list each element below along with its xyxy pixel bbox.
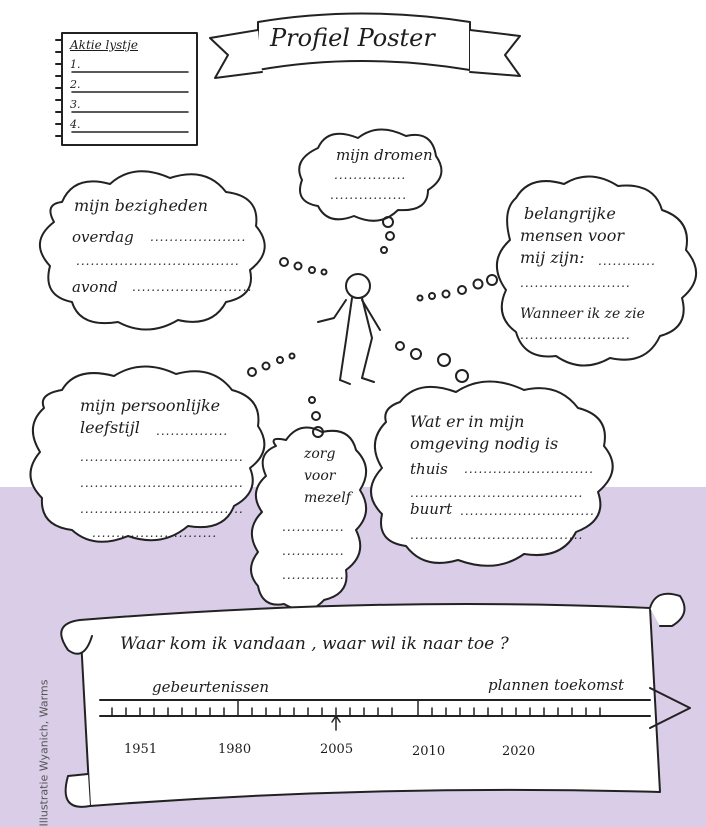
cloud-dromen: [298, 128, 443, 222]
cloud-dromen-label: mijn dromen: [336, 146, 433, 164]
dotted-line: ...........................: [464, 462, 594, 476]
cloud-leefstijl-label-2: leefstijl: [80, 418, 140, 437]
action-list-item-1: 1.: [70, 58, 81, 71]
scroll-body: [79, 603, 661, 807]
cloud-omgeving-label-2: omgeving nodig is: [410, 434, 559, 453]
cloud-zorg-label-3: mezelf: [304, 490, 351, 506]
year-2010: 2010: [412, 744, 446, 759]
action-list-heading: Aktie lystje: [70, 38, 138, 52]
dotted-line: .............: [282, 544, 345, 558]
year-2020: 2020: [502, 744, 536, 759]
dotted-line: ..................................: [76, 254, 240, 268]
dotted-line: ................: [330, 188, 408, 202]
dotted-line: ..................................: [80, 450, 244, 464]
dotted-line: ............................: [460, 504, 595, 518]
bezigheden-overdag: overdag: [72, 228, 134, 246]
dotted-line: .........................: [132, 280, 253, 294]
cloud-mensen-label-1: belangrijke: [524, 204, 616, 223]
timeline-right-label: plannen toekomst: [488, 676, 624, 694]
dotted-line: .......................: [520, 328, 631, 342]
cloud-omgeving-label-1: Wat er in mijn: [410, 412, 525, 431]
cloud-leefstijl-label-1: mijn persoonlijke: [80, 396, 221, 415]
action-list-item-3: 3.: [70, 98, 81, 111]
year-1951: 1951: [124, 742, 158, 757]
bezigheden-avond: avond: [72, 278, 118, 296]
cloud-mensen-line: Wanneer ik ze zie: [520, 306, 645, 322]
timeline-left-label: gebeurtenissen: [152, 678, 270, 696]
dotted-line: ....................................: [410, 528, 584, 542]
action-list-item-4: 4.: [70, 118, 81, 131]
omgeving-thuis: thuis: [410, 460, 448, 478]
scroll-question: Waar kom ik vandaan , waar wil ik naar t…: [120, 634, 509, 654]
illustration-credit: Illustratie Wyanich, Warms: [37, 679, 51, 827]
page-title: Profiel Poster: [270, 24, 435, 52]
dotted-line: ....................................: [410, 486, 584, 500]
dotted-line: ............: [598, 254, 656, 268]
action-list-pad: [61, 32, 198, 146]
omgeving-buurt: buurt: [410, 500, 453, 518]
dotted-line: ...............: [334, 168, 407, 182]
action-list-item-2: 2.: [70, 78, 81, 91]
cloud-mensen-label-2: mensen voor: [520, 226, 624, 245]
dotted-line: .............: [282, 568, 345, 582]
dotted-line: ..................................: [80, 476, 244, 490]
dotted-line: .............: [282, 520, 345, 534]
dotted-line: ..................................: [80, 502, 244, 516]
cloud-bezigheden-label: mijn bezigheden: [74, 196, 208, 215]
cloud-mensen: [496, 175, 697, 367]
cloud-zorg-label-1: zorg: [304, 446, 336, 462]
person-figure: [317, 273, 381, 385]
cloud-leefstijl: [29, 365, 266, 543]
dotted-line: ..........................: [92, 526, 218, 540]
dotted-line: .......................: [520, 276, 631, 290]
dotted-line: ....................: [150, 230, 247, 244]
year-1980: 1980: [218, 742, 252, 757]
cloud-omgeving: [370, 380, 614, 567]
dotted-line: ...............: [156, 424, 229, 438]
cloud-mensen-label-3: mij zijn:: [520, 248, 585, 267]
cloud-bezigheden: [39, 170, 266, 331]
cloud-zorg-label-2: voor: [304, 468, 336, 484]
year-2005: 2005: [320, 742, 354, 757]
